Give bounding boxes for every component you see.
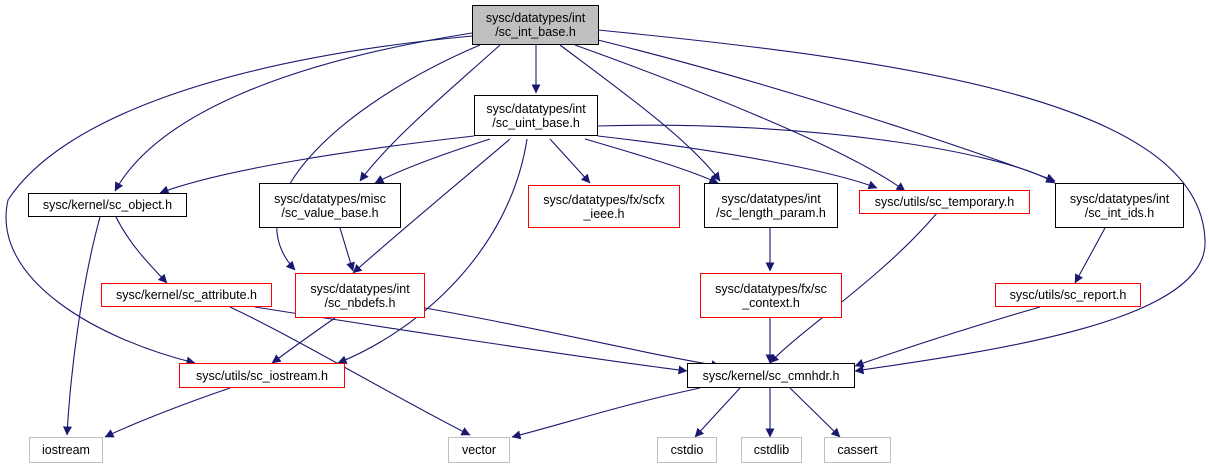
node-sc-report[interactable]: sysc/utils/sc_report.h [995,283,1141,307]
edge-uint-base-to-int-ids [597,124,1056,184]
node-sc-object-line-1: sysc/kernel/sc_object.h [42,198,173,212]
edge-uint-base-to-iostream-h [337,138,528,364]
edge-uint-base-to-nbdefs [352,138,511,274]
edge-int-base-to-iostream-h [5,35,473,366]
node-sc-attribute-line-1: sysc/kernel/sc_attribute.h [115,288,258,302]
node-sc-context[interactable]: sysc/datatypes/fx/sc _context.h [700,273,842,318]
node-cstdio-line-1: cstdio [670,443,704,457]
edge-cmnhdr-to-cstdio [694,387,741,438]
node-sc-value-base-line-1: sysc/datatypes/misc [274,191,386,206]
edge-int-base-to-length-param [559,44,721,182]
node-sc-uint-base-line-1: sysc/datatypes/int [486,101,586,116]
edge-attribute-to-vector [229,306,471,436]
node-sc-context-line-2: _context.h [742,295,800,310]
node-cstdlib: cstdlib [741,437,802,463]
node-sc-int-ids[interactable]: sysc/datatypes/int /sc_int_ids.h [1055,183,1184,228]
node-sc-nbdefs[interactable]: sysc/datatypes/int /sc_nbdefs.h [295,273,425,318]
node-cstdlib-line-1: cstdlib [753,443,790,457]
node-sc-object[interactable]: sysc/kernel/sc_object.h [28,193,187,217]
node-sc-uint-base[interactable]: sysc/datatypes/int /sc_uint_base.h [474,95,598,136]
node-cassert: cassert [824,437,891,463]
edge-uint-base-to-temporary [597,135,878,190]
node-sc-uint-base-line-2: /sc_uint_base.h [492,115,580,130]
node-sc-int-ids-line-1: sysc/datatypes/int [1069,191,1170,206]
edge-cmnhdr-to-cassert [789,387,841,438]
node-iostream: iostream [29,437,103,463]
edge-iostream-h-to-iostream [104,387,231,438]
edge-report-to-cmnhdr [854,306,1041,368]
node-sc-report-line-1: sysc/utils/sc_report.h [1009,288,1127,302]
node-sc-int-base[interactable]: sysc/datatypes/int /sc_int_base.h [472,5,599,45]
node-sc-iostream-h-line-1: sysc/utils/sc_iostream.h [196,368,328,383]
edge-int-ids-to-report [1074,227,1106,284]
edge-uint-base-to-value-base [374,138,491,184]
edge-int-base-to-nbdefs [276,44,481,271]
node-sc-temporary-line-1: sysc/utils/sc_temporary.h [874,195,1015,209]
node-sc-attribute[interactable]: sysc/kernel/sc_attribute.h [101,283,272,307]
node-sc-cmnhdr-line-1: sysc/kernel/sc_cmnhdr.h [702,368,840,383]
node-iostream-line-1: iostream [42,443,90,457]
edge-uint-base-to-object [159,135,475,195]
node-vector-line-1: vector [461,443,497,457]
node-sc-value-base-line-2: /sc_value_base.h [281,205,379,220]
node-sc-int-base-line-2: /sc_int_base.h [495,25,576,39]
edge-nbdefs-to-iostream-h [271,317,336,364]
node-sc-context-line-1: sysc/datatypes/fx/sc [715,281,827,296]
edge-int-base-to-object [114,32,473,192]
edge-int-base-to-value-base [359,44,501,182]
node-sc-nbdefs-line-1: sysc/datatypes/int [310,281,410,296]
node-sc-value-base[interactable]: sysc/datatypes/misc /sc_value_base.h [259,183,401,228]
node-cstdio: cstdio [657,437,717,463]
edge-int-base-to-temporary [574,44,906,192]
edge-int-base-to-int-ids [597,39,1056,183]
edge-object-to-iostream [62,216,101,436]
node-scfx-ieee-line-2: _ieee.h [583,206,625,221]
node-sc-length-param-line-1: sysc/datatypes/int [721,191,821,206]
node-scfx-ieee-line-1: sysc/datatypes/fx/scfx [543,192,665,207]
edge-nbdefs-to-cmnhdr [424,307,721,370]
node-sc-iostream-h[interactable]: sysc/utils/sc_iostream.h [179,363,345,388]
node-vector: vector [448,437,510,463]
node-sc-length-param[interactable]: sysc/datatypes/int /sc_length_param.h [704,183,838,228]
edge-object-to-attribute [115,216,168,284]
node-sc-temporary[interactable]: sysc/utils/sc_temporary.h [859,190,1030,214]
edge-value-base-to-nbdefs [339,227,355,272]
edge-cmnhdr-to-vector [511,387,701,440]
node-sc-nbdefs-line-2: /sc_nbdefs.h [324,295,396,310]
node-sc-int-ids-line-2: /sc_int_ids.h [1084,205,1155,220]
node-sc-int-base-line-1: sysc/datatypes/int [485,11,586,25]
node-sc-cmnhdr[interactable]: sysc/kernel/sc_cmnhdr.h [687,363,855,388]
node-sc-length-param-line-2: /sc_length_param.h [716,205,826,220]
node-scfx-ieee[interactable]: sysc/datatypes/fx/scfx _ieee.h [528,185,680,228]
edge-temporary-to-cmnhdr [769,212,938,364]
edge-int-base-to-cmnhdr [597,29,1206,375]
edge-uint-base-to-scfx-ieee [549,138,591,184]
edge-uint-base-to-length-param [584,138,719,184]
node-cassert-line-1: cassert [837,443,878,457]
